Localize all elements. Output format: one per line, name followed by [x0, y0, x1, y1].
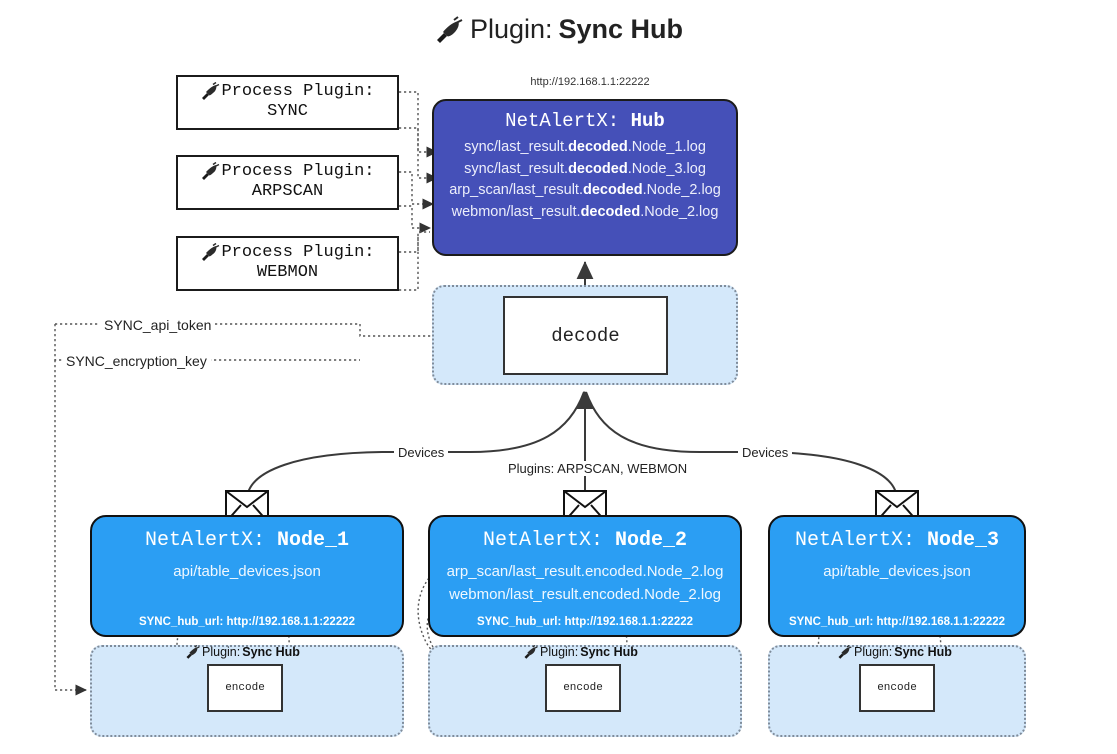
hub-node[interactable]: NetAlertX: Hub sync/last_result.decoded.…: [432, 99, 738, 256]
node-hub-url: SYNC_hub_url: http://192.168.1.1:22222: [92, 616, 402, 628]
edge-label-devices-left: Devices: [394, 445, 449, 460]
encode-plugin-name: Sync Hub: [580, 645, 638, 659]
node-line: arp_scan/last_result.encoded.Node_2.log: [446, 563, 724, 580]
node-title-name: Node_3: [927, 529, 1000, 552]
node-hub-url-key: SYNC_hub_url:: [476, 616, 562, 628]
encode-box-node-3[interactable]: encode: [859, 664, 935, 712]
node-hub-url-value: http://192.168.1.1:22222: [876, 616, 1006, 628]
node-title-prefix: NetAlertX:: [794, 529, 915, 552]
process-plugin-webmon-line2: WEBMON: [256, 263, 319, 283]
encode-plugin-name: Sync Hub: [242, 645, 300, 659]
log-mid: decoded: [568, 160, 628, 177]
node-hub-url: SYNC_hub_url: http://192.168.1.1:22222: [770, 616, 1024, 628]
hub-log-entry: sync/last_result.decoded.Node_1.log: [464, 139, 706, 156]
node-hub-url-value: http://192.168.1.1:22222: [564, 616, 694, 628]
node-box-node-2[interactable]: NetAlertX: Node_2 arp_scan/last_result.e…: [428, 515, 742, 637]
node-title: NetAlertX: Node_1: [145, 529, 349, 552]
plug-icon: [200, 82, 220, 101]
hub-title-prefix: NetAlertX:: [505, 110, 620, 132]
node-box-node-3[interactable]: NetAlertX: Node_3 api/table_devices.json…: [768, 515, 1026, 637]
log-post: .Node_2.log: [642, 182, 721, 199]
log-pre: sync/last_result.: [464, 160, 569, 177]
title-name: Sync Hub: [558, 14, 684, 44]
process-plugin-arpscan-line2: ARPSCAN: [251, 182, 324, 202]
process-plugin-arpscan[interactable]: Process Plugin: ARPSCAN: [176, 155, 399, 210]
encode-box-node-2[interactable]: encode: [545, 664, 621, 712]
process-plugin-webmon-line1: Process Plugin:: [221, 243, 375, 263]
log-mid: decoded: [568, 139, 628, 155]
log-post: .Node_2.log: [640, 204, 719, 221]
sync-api-token-label: SYNC_api_token: [100, 317, 216, 333]
plug-icon: [837, 645, 852, 659]
node-hub-url-key: SYNC_hub_url:: [788, 616, 874, 628]
process-plugin-sync[interactable]: Process Plugin: SYNC: [176, 75, 399, 130]
edge-label-plugins: Plugins: ARPSCAN, WEBMON: [504, 461, 692, 476]
log-post: .Node_1.log: [627, 139, 706, 155]
encode-plugin-prefix: Plugin:: [540, 645, 579, 659]
process-plugin-webmon[interactable]: Process Plugin: WEBMON: [176, 236, 399, 291]
hub-log-entry: arp_scan/last_result.decoded.Node_2.log: [449, 182, 721, 199]
log-mid: decoded: [582, 182, 643, 199]
log-post: .Node_3.log: [627, 160, 706, 177]
plug-icon: [434, 15, 464, 44]
node-title-prefix: NetAlertX:: [144, 529, 265, 552]
process-plugin-sync-line1: Process Plugin:: [221, 82, 375, 102]
plug-icon: [185, 645, 200, 659]
plug-icon: [200, 162, 220, 181]
encode-plugin-label: Plugin: Sync Hub: [185, 645, 300, 659]
edge-label-devices-right: Devices: [738, 445, 793, 460]
log-mid: decoded: [580, 204, 641, 221]
node-line: api/table_devices.json: [823, 563, 971, 580]
hub-title: NetAlertX: Hub: [505, 110, 665, 132]
hub-title-name: Hub: [630, 110, 665, 132]
process-plugin-sync-line2: SYNC: [267, 102, 308, 122]
log-pre: arp_scan/last_result.: [449, 182, 583, 199]
encode-plugin-prefix: Plugin:: [202, 645, 241, 659]
node-line: api/table_devices.json: [173, 563, 321, 580]
hub-log-list: sync/last_result.decoded.Node_1.log sync…: [434, 139, 736, 221]
decode-box[interactable]: decode: [503, 296, 668, 375]
node-hub-url: SYNC_hub_url: http://192.168.1.1:22222: [430, 616, 740, 628]
plug-icon: [523, 645, 538, 659]
encode-plugin-prefix: Plugin:: [854, 645, 893, 659]
encode-plugin-name: Sync Hub: [894, 645, 952, 659]
log-pre: webmon/last_result.: [451, 204, 581, 221]
title-prefix: Plugin:: [469, 14, 553, 44]
node-line: webmon/last_result.encoded.Node_2.log: [449, 586, 721, 603]
sync-encryption-key-label: SYNC_encryption_key: [62, 353, 211, 369]
page-title: Plugin: Sync Hub: [0, 14, 1117, 45]
hub-log-entry: webmon/last_result.decoded.Node_2.log: [452, 204, 719, 221]
encode-box-node-1[interactable]: encode: [207, 664, 283, 712]
node-box-node-1[interactable]: NetAlertX: Node_1 api/table_devices.json…: [90, 515, 404, 637]
node-title-prefix: NetAlertX:: [482, 529, 603, 552]
plug-icon: [200, 243, 220, 262]
node-title-name: Node_2: [615, 529, 688, 552]
hub-log-entry: sync/last_result.decoded.Node_3.log: [464, 161, 706, 178]
encode-plugin-label: Plugin: Sync Hub: [837, 645, 952, 659]
node-title: NetAlertX: Node_3: [795, 529, 999, 552]
node-title-name: Node_1: [277, 529, 350, 552]
process-plugin-arpscan-line1: Process Plugin:: [221, 162, 375, 182]
encode-plugin-label: Plugin: Sync Hub: [523, 645, 638, 659]
hub-url-label: http://192.168.1.1:22222: [530, 76, 650, 88]
node-hub-url-key: SYNC_hub_url:: [138, 616, 224, 628]
node-title: NetAlertX: Node_2: [483, 529, 687, 552]
node-hub-url-value: http://192.168.1.1:22222: [226, 616, 356, 628]
log-pre: sync/last_result.: [464, 139, 569, 155]
